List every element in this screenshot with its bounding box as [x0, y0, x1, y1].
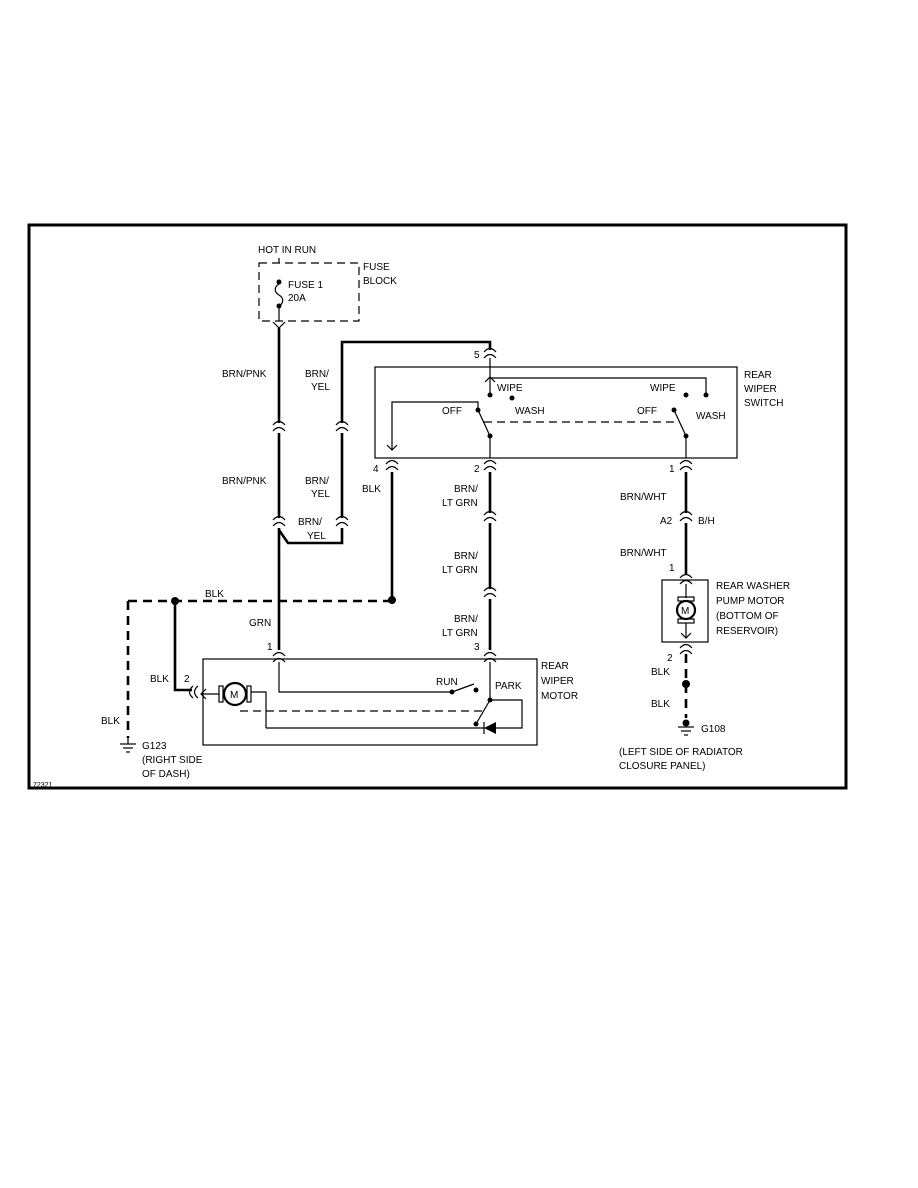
wire-label-brn-yel-3a: BRN/: [298, 517, 322, 528]
diagram-frame: [27, 223, 848, 790]
switch-title-1: REAR: [744, 370, 772, 381]
wire-label-brn-yel-3b: YEL: [307, 531, 326, 542]
pump-pin-2: 2: [667, 653, 673, 664]
pump-label-3: (BOTTOM OF: [716, 611, 779, 622]
pump-label-2: PUMP MOTOR: [716, 596, 785, 607]
wire-label-brn-yel-1b: YEL: [311, 382, 330, 393]
switch-title-2: WIPER: [744, 384, 777, 395]
wire-label-blk-pump-2: BLK: [651, 699, 670, 710]
switch-pin-2: 2: [474, 464, 480, 475]
ground-g123-desc-2: OF DASH): [142, 769, 190, 780]
brn-yel-wire: [277, 340, 492, 545]
wire-label-grn: GRN: [249, 618, 271, 629]
brn-ltgrn-wire: [483, 472, 497, 650]
wire-label-blk-motor: BLK: [150, 674, 169, 685]
wire-label-blk-top: BLK: [205, 589, 224, 600]
rear-wiper-motor: [188, 651, 538, 746]
motor-park-label: PARK: [495, 681, 522, 692]
switch-off-right: OFF: [637, 406, 657, 417]
hot-in-run-label: HOT IN RUN: [258, 245, 316, 256]
fuse-name: FUSE 1: [288, 280, 323, 291]
switch-wipe-left: WIPE: [497, 383, 523, 394]
wiper-motor-symbol: M: [230, 690, 238, 701]
rear-wiper-switch: [374, 347, 738, 471]
ground-g123-desc-1: (RIGHT SIDE: [142, 755, 203, 766]
motor-title-2: WIPER: [541, 676, 574, 687]
wire-label-blk-ground-left: BLK: [101, 716, 120, 727]
motor-title-3: MOTOR: [541, 691, 578, 702]
wire-label-brn-yel-1a: BRN/: [305, 369, 329, 380]
wire-label-brn-pnk-lower: BRN/PNK: [222, 476, 267, 487]
wire-label-brn-yel-2b: YEL: [311, 489, 330, 500]
ground-g108: G108: [701, 724, 726, 735]
wire-label-brn-pnk-upper: BRN/PNK: [222, 369, 267, 380]
wire-label-brn-ltgrn-2a: BRN/: [454, 551, 478, 562]
pump-pin-1: 1: [669, 563, 675, 574]
pump-motor-symbol: M: [681, 606, 689, 617]
switch-wash-right: WASH: [696, 411, 726, 422]
wire-label-brn-ltgrn-3a: BRN/: [454, 614, 478, 625]
wire-label-brn-wht-1: BRN/WHT: [620, 492, 667, 503]
wire-label-brn-yel-2a: BRN/: [305, 476, 329, 487]
motor-pin-3: 3: [474, 642, 480, 653]
blk-ground-wire: [120, 597, 392, 753]
figure-id: 72321: [33, 782, 53, 789]
wire-label-blk-pump-1: BLK: [651, 667, 670, 678]
switch-wash-left: WASH: [515, 406, 545, 417]
ground-g108-desc-2: CLOSURE PANEL): [619, 761, 706, 772]
pump-label-4: RESERVOIR): [716, 626, 778, 637]
fuse-block-label-1: FUSE: [363, 262, 390, 273]
motor-pin-2: 2: [184, 674, 190, 685]
motor-title-1: REAR: [541, 661, 569, 672]
brn-pnk-wire: [272, 328, 286, 650]
switch-pin-5: 5: [474, 350, 480, 361]
wire-label-brn-wht-2: BRN/WHT: [620, 548, 667, 559]
wire-label-blk-switch: BLK: [362, 484, 381, 495]
motor-run-label: RUN: [436, 677, 458, 688]
wire-label-brn-ltgrn-1a: BRN/: [454, 484, 478, 495]
ground-g123: G123: [142, 741, 167, 752]
wire-label-brn-ltgrn-2b: LT GRN: [442, 565, 478, 576]
switch-wipe-right: WIPE: [650, 383, 676, 394]
pump-label-1: REAR WASHER: [716, 581, 790, 592]
fuse-rating: 20A: [288, 293, 306, 304]
blk-pump-ground-wire: [678, 654, 694, 736]
switch-off-left: OFF: [442, 406, 462, 417]
washer-pump-motor: [661, 573, 709, 655]
connector-bh: B/H: [698, 516, 715, 527]
blk-switch-wire: [388, 472, 396, 604]
switch-title-3: SWITCH: [744, 398, 783, 409]
wire-label-brn-ltgrn-3b: LT GRN: [442, 628, 478, 639]
motor-pin-1: 1: [267, 642, 273, 653]
brn-wht-wire: [679, 472, 693, 574]
ground-g108-desc-1: (LEFT SIDE OF RADIATOR: [619, 747, 743, 758]
fuse-block: [258, 258, 360, 329]
connector-a2: A2: [660, 516, 673, 527]
fuse-block-label-2: BLOCK: [363, 276, 397, 287]
switch-pin-4: 4: [373, 464, 379, 475]
wire-label-brn-ltgrn-1b: LT GRN: [442, 498, 478, 509]
switch-pin-1: 1: [669, 464, 675, 475]
